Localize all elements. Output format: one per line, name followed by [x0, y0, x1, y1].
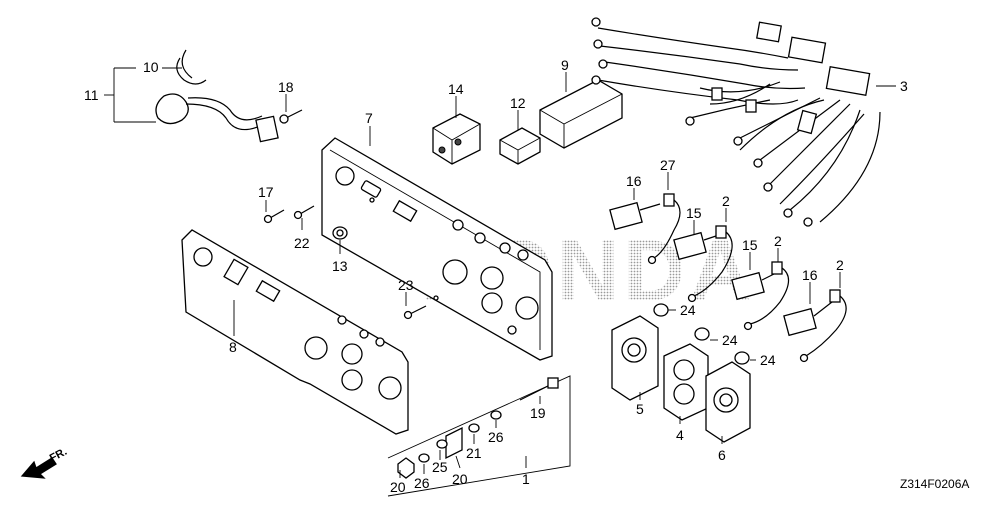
callout-18: 18: [278, 79, 294, 95]
receptacle-5: [611, 315, 659, 401]
nut-24-b: [694, 327, 710, 341]
wire-2-c: [799, 289, 847, 363]
knob-cable-assembly: [155, 49, 279, 143]
leader-lines: [104, 67, 896, 478]
callout-17: 17: [258, 184, 274, 200]
diagram-code: Z314F0206A: [900, 477, 969, 491]
callout-23: 23: [398, 277, 414, 293]
callout-3: 3: [900, 78, 908, 94]
grommet-13: [332, 226, 348, 240]
receptacle-4: [663, 343, 709, 421]
callout-24-b: 24: [722, 332, 738, 348]
callout-19: 19: [530, 405, 546, 421]
wire-2-a: [687, 225, 733, 303]
wire-harness-3: [591, 17, 881, 227]
part-12: [499, 127, 541, 165]
callout-8: 8: [229, 339, 237, 355]
callout-15-b: 15: [742, 237, 758, 253]
callout-24-c: 24: [760, 352, 776, 368]
callout-7: 7: [365, 110, 373, 126]
screw-22: [293, 205, 315, 220]
wire-27: [647, 193, 681, 265]
callout-16-b: 16: [802, 267, 818, 283]
nut-24-c: [734, 351, 750, 365]
callout-20-b: 20: [390, 479, 406, 495]
screw-23: [403, 305, 427, 320]
control-panel-7: [321, 137, 553, 361]
wire-2-b: [743, 261, 790, 331]
callout-16-a: 16: [626, 173, 642, 189]
callout-24-a: 24: [680, 302, 696, 318]
connector-9: [539, 79, 623, 149]
callout-12: 12: [510, 95, 526, 111]
callout-labels: 10 11 18 14 12 9 3 7 17 22 13 16 27 2 15…: [84, 57, 908, 495]
callout-21: 20: [452, 471, 468, 487]
callout-10: 10: [143, 59, 159, 75]
callout-22: 22: [294, 235, 310, 251]
breaker-16-right: [783, 301, 833, 337]
callout-13: 13: [332, 258, 348, 274]
front-label: FR.: [48, 446, 69, 465]
callout-26-b: 26: [414, 475, 430, 491]
callout-27: 27: [660, 157, 676, 173]
callout-4: 4: [676, 427, 684, 443]
receptacle-6: [705, 361, 751, 443]
switch-14: [432, 113, 481, 165]
breaker-16-left: [609, 201, 661, 231]
screw-17: [263, 209, 285, 224]
callout-2-b: 2: [774, 233, 782, 249]
callout-2-c: 2: [836, 257, 844, 273]
callout-11: 11: [84, 87, 99, 103]
callout-1: 1: [522, 471, 530, 487]
ground-kit-1: [387, 375, 571, 497]
callout-15-a: 15: [686, 205, 702, 221]
callout-20-a: 21: [466, 445, 482, 461]
nut-24-a: [653, 303, 669, 317]
callout-14: 14: [448, 81, 464, 97]
callout-26-a: 26: [488, 429, 504, 445]
callout-25: 25: [432, 459, 448, 475]
callout-2-a: 2: [722, 193, 730, 209]
screw-18: [279, 109, 303, 124]
face-plate-8: [181, 229, 409, 435]
callout-9: 9: [561, 57, 569, 73]
front-direction-indicator: FR.: [20, 446, 69, 479]
callout-5: 5: [636, 401, 644, 417]
callout-6: 6: [718, 447, 726, 463]
